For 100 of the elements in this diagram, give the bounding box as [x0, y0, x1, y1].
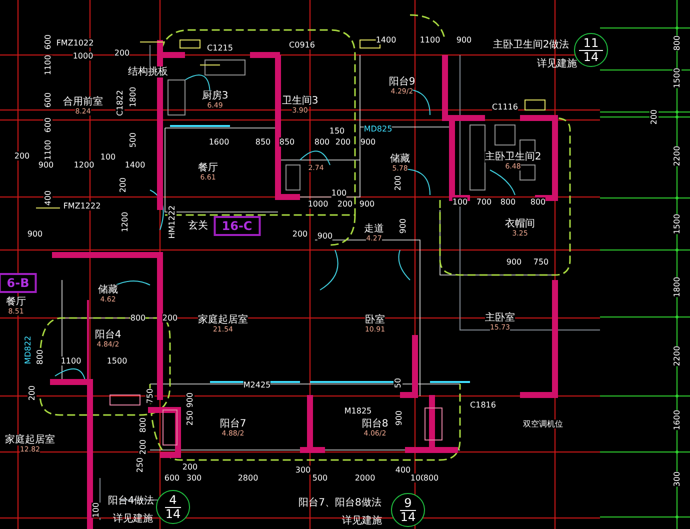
opening-code: M2425 — [243, 380, 271, 390]
dimension-label: 750 — [533, 258, 549, 266]
room-name: 餐厅 — [6, 296, 26, 308]
dimension-label: 900 — [317, 232, 333, 240]
dimension-label: 1800 — [672, 276, 682, 298]
dimension-label: 100 — [452, 198, 468, 206]
dimension-label: 900 — [360, 138, 376, 146]
dimension-label: 1100 — [44, 54, 52, 76]
dimension-label: 600 — [44, 92, 52, 108]
dimension-label: 1200 — [120, 212, 130, 232]
dimension-label: 800 — [314, 138, 330, 146]
dimension-label: 300 — [295, 466, 311, 474]
dimension-label: 900 — [398, 218, 408, 234]
dimension-label: 200 — [162, 314, 178, 322]
opening-code: MD822 — [24, 336, 32, 364]
opening-code: MD825 — [364, 124, 392, 134]
dimension-label: 300 — [672, 471, 682, 487]
dimension-label: 500 — [128, 132, 138, 148]
dimension-label: 250 — [136, 457, 144, 473]
room-name: 卫生间3 — [282, 96, 318, 106]
dimension-label: 200 — [337, 200, 353, 208]
dimension-label: 1600 — [208, 138, 230, 146]
dimension-label: 1000 — [72, 52, 94, 60]
dimension-label: 100 — [100, 152, 116, 162]
dimension-label: 1500 — [672, 68, 682, 88]
dimension-label: 200 — [394, 175, 402, 191]
opening-code: FMZ1222 — [63, 202, 101, 210]
detail-number: 9 — [400, 496, 416, 510]
opening-code: M1825 — [344, 406, 372, 416]
room-name: 卧室 — [365, 314, 385, 326]
room-name: 结构挑板 — [128, 66, 168, 78]
dimension-label: 1500 — [106, 356, 128, 366]
detail-number: 4 — [165, 494, 181, 508]
dimension-label: 1400 — [376, 36, 396, 44]
room-name: 储藏 — [98, 284, 118, 296]
detail-callout-circle — [391, 493, 425, 527]
dimension-label: 200 — [182, 462, 198, 472]
dimension-label: 2000 — [354, 474, 376, 482]
dimension-label: 800 — [423, 474, 439, 482]
dimension-label: 800 — [138, 417, 148, 433]
dimension-label: 800 — [130, 314, 146, 322]
dimension-label: 850 — [279, 138, 295, 146]
dimension-label: 200 — [118, 177, 128, 193]
dimension-label: 400 — [395, 466, 411, 474]
dimension-label: 200 — [114, 48, 130, 58]
dimension-label: 600 — [44, 117, 52, 133]
opening-code: C1816 — [470, 400, 496, 410]
dimension-label: 200 — [28, 385, 36, 401]
room-name: 家庭起居室 — [5, 434, 55, 446]
dimension-label: 100 — [92, 502, 100, 518]
opening-code: 双空调机位 — [523, 420, 563, 428]
dimension-label: 900 — [38, 160, 54, 170]
dimension-label: 600 — [164, 474, 180, 482]
opening-code: C0916 — [289, 40, 315, 50]
dimension-label: 50 — [394, 378, 402, 388]
dimension-label: 150 — [329, 126, 345, 136]
dimension-label: 1400 — [124, 160, 146, 170]
dimension-label: 200 — [335, 138, 351, 146]
opening-code: C1116 — [492, 102, 518, 112]
dimension-label: 1000 — [308, 200, 328, 208]
dimension-label: 100 — [331, 188, 347, 198]
dimension-label: 1600 — [672, 410, 682, 430]
room-name: 家庭起居室 — [198, 314, 248, 326]
detail-note: 详见建施 — [342, 516, 382, 526]
dimension-label: 250 — [186, 410, 194, 426]
room-name: 玄关 — [188, 220, 208, 232]
dimension-label: 700 — [476, 198, 492, 206]
sheet-number: 14 — [164, 508, 182, 520]
room-name: 衣帽间 — [505, 218, 535, 230]
room-name: 合用前室 — [63, 96, 103, 108]
dimension-label: 1100 — [44, 140, 52, 160]
dimension-label: 200 — [138, 439, 148, 455]
dimension-label: 800 — [530, 198, 546, 206]
dimension-label: 300 — [186, 474, 202, 482]
dimension-label: 800 — [36, 349, 44, 365]
room-name: 主卧卫生间2 — [484, 152, 542, 162]
room-tag: 16-C — [214, 216, 260, 236]
opening-code: HM1222 — [168, 205, 176, 239]
dimension-label: 2200 — [672, 346, 682, 366]
room-tag: 6-B — [0, 273, 38, 293]
dimension-label: 800 — [672, 35, 682, 51]
dimension-label: 2800 — [238, 474, 258, 482]
dimension-label: 900 — [359, 200, 375, 208]
room-name: 阳台7 — [220, 418, 246, 430]
dimension-label: 1800 — [128, 86, 138, 108]
dimension-label: 200 — [14, 152, 30, 160]
dimension-label: 1200 — [74, 160, 94, 170]
dimension-label: 500 — [312, 474, 328, 482]
dimension-label: 2200 — [672, 146, 682, 166]
opening-code: C1215 — [207, 44, 233, 52]
room-name: 阳台4 — [94, 330, 122, 340]
detail-callout-circle — [156, 490, 190, 524]
room-name: 主卧室 — [485, 312, 515, 324]
room-name: 厨房3 — [202, 90, 228, 102]
dimension-label: 850 — [255, 138, 271, 146]
sheet-number: 14 — [399, 510, 417, 524]
dimension-label: 600 — [44, 34, 52, 50]
dimension-label: 900 — [186, 392, 194, 408]
dimension-label: 1500 — [672, 214, 682, 234]
sheet-number: 14 — [582, 50, 600, 64]
